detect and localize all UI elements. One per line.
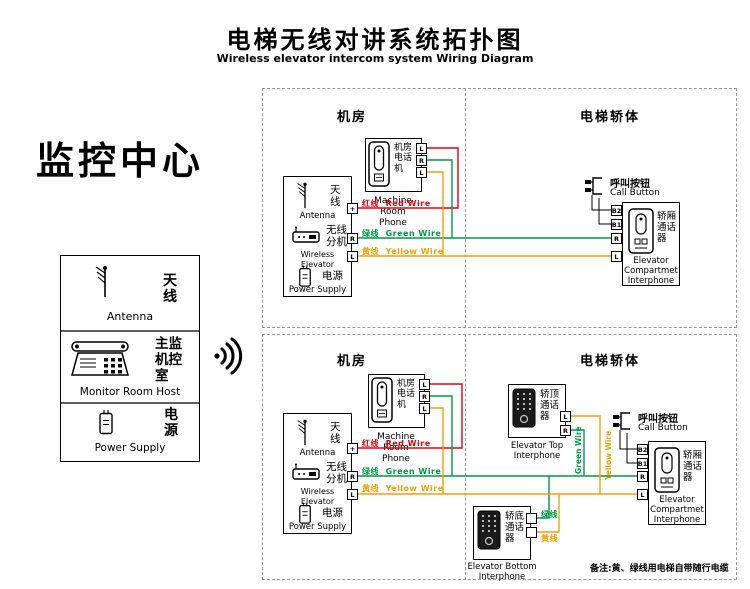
top-yellow-wire-label: 黄线 Yellow Wire — [362, 246, 444, 257]
top-wireless-terminal-l: L — [347, 251, 358, 262]
bottom-compartment-label-en: Elevator Compartmet Interphone — [650, 495, 704, 526]
top-diagram-boundary — [262, 88, 737, 328]
top-interphone-terminal-l: L — [560, 411, 571, 422]
bottom-compartment-label-zh: 轿厢通话器 — [683, 450, 703, 483]
bottom-wireless-unit-label-en: Wireless Elevator — [300, 487, 335, 506]
bottom-wireless-terminal-r: R — [347, 471, 358, 482]
top-green-wire-label-zh: 绿线 — [362, 229, 379, 238]
bottom-red-wire-label-en: Red Wire — [385, 439, 431, 448]
bottom-compartment-terminal-l: L — [637, 489, 648, 500]
top-phone-terminal-r: R — [416, 155, 427, 166]
monitor-host-label-zh: 主监机控室 — [155, 336, 182, 385]
top-wireless-unit-label-zh: 无线分机 — [326, 224, 347, 249]
bottom-call-button-label-zh: 呼叫按钮 — [638, 414, 678, 425]
monitor-power-label-en: Power Supply — [94, 442, 166, 454]
bottom-elevator-car-label: 电梯轿体 — [579, 354, 640, 369]
top-interphone-terminal-r: R — [560, 425, 571, 436]
top-compartment-terminal-b1: B1 — [611, 219, 622, 230]
bottom-phone-terminal-r: R — [419, 391, 430, 402]
bottom-red-wire-label: 红线 Red Wire — [362, 438, 431, 449]
top-red-wire-label: 红线 Red Wire — [362, 198, 431, 209]
bottom-machine-room-label: 机房 — [336, 354, 367, 369]
bottom-diagram-divider — [465, 334, 466, 580]
bottom-diagram-boundary — [262, 334, 737, 580]
bottom-phone-terminal-l1: L — [419, 379, 430, 390]
bottom-wireless-power-label-zh: 电源 — [322, 507, 343, 519]
top-wireless-terminal-plus: + — [347, 203, 358, 214]
monitor-host-label-en: Monitor Room Host — [79, 386, 181, 398]
top-green-wire-label: 绿线 Green Wire — [362, 228, 441, 239]
bottom-interphone-green-label: 绿线 — [541, 510, 558, 519]
page-subtitle: Wireless elevator intercom system Wiring… — [216, 52, 534, 65]
bottom-yellow-wire-label-zh: 黄线 — [362, 484, 379, 493]
top-wireless-unit-label-en: Wireless Elevator — [300, 250, 335, 269]
bottom-wireless-antenna-label-en: Antenna — [299, 448, 336, 458]
top-machine-room-phone-label-zh: 机房电话机 — [394, 143, 413, 174]
bottom-green-wire-label-en: Green Wire — [385, 467, 442, 476]
top-wireless-antenna-label-en: Antenna — [299, 211, 336, 221]
bottom-yellow-wire-label-en: Yellow Wire — [385, 484, 444, 493]
bottom-green-wire-label-zh: 绿线 — [362, 467, 379, 476]
bottom-phone-terminal-l2: L — [419, 403, 430, 414]
bottom-green-wire-label: 绿线 Green Wire — [362, 466, 441, 477]
top-red-wire-label-zh: 红线 — [362, 199, 379, 208]
top-elevator-car-label: 电梯轿体 — [579, 110, 640, 125]
bottom-wireless-power-label-en: Power Supply — [288, 522, 347, 532]
elevator-bottom-interphone-label-zh: 轿底通话器 — [505, 511, 525, 544]
bottom-interphone-terminal-lower — [526, 527, 537, 538]
bottom-yellow-wire-vertical-label: Yellow Wire — [604, 430, 613, 480]
bottom-wireless-terminal-l: L — [347, 489, 358, 500]
top-phone-terminal-l2: L — [416, 167, 427, 178]
top-call-button-label-zh: 呼叫按钮 — [610, 179, 650, 190]
bottom-interphone-yellow-label: 黄线 — [541, 534, 558, 543]
top-wireless-antenna-label-zh: 天线 — [330, 184, 341, 209]
bottom-compartment-terminal-b1: B1 — [637, 458, 648, 469]
wireless-signal-icon — [212, 337, 243, 375]
top-machine-room-label: 机房 — [336, 110, 367, 125]
top-wireless-terminal-r: R — [347, 233, 358, 244]
page-title: 电梯无线对讲系统拓扑图 — [226, 26, 524, 54]
elevator-top-interphone-label-zh: 轿顶通话器 — [540, 389, 560, 422]
top-compartment-label-en: Elevator Compartmet Interphone — [624, 256, 678, 287]
top-compartment-terminal-r: R — [611, 233, 622, 244]
top-call-button-label-en: Call Button — [610, 188, 660, 198]
monitor-center-title: 监控中心 — [36, 139, 205, 183]
monitor-power-label-zh: 电源 — [164, 407, 178, 440]
top-diagram-divider — [465, 88, 466, 328]
top-green-wire-label-en: Green Wire — [385, 229, 442, 238]
top-phone-terminal-l1: L — [416, 143, 427, 154]
top-compartment-terminal-l: L — [611, 251, 622, 262]
top-compartment-label-zh: 轿厢通话器 — [657, 211, 677, 244]
monitor-antenna-label-zh: 天线 — [163, 273, 177, 306]
top-yellow-wire-label-en: Yellow Wire — [385, 247, 444, 256]
top-wireless-power-label-en: Power Supply — [288, 285, 347, 295]
top-yellow-wire-label-zh: 黄线 — [362, 247, 379, 256]
top-red-wire-label-en: Red Wire — [385, 199, 431, 208]
bottom-compartment-terminal-r: R — [637, 471, 648, 482]
monitor-antenna-label-en: Antenna — [106, 310, 154, 323]
elevator-bottom-interphone-label-en: Elevator Bottom Interphone — [467, 562, 537, 583]
top-wireless-power-label-zh: 电源 — [322, 270, 343, 282]
top-compartment-terminal-b2: B2 — [611, 205, 622, 216]
bottom-wireless-unit-label-zh: 无线分机 — [326, 461, 347, 486]
bottom-green-wire-vertical-label: Green Wire — [574, 426, 583, 474]
elevator-top-interphone-label-en: Elevator Top Interphone — [510, 441, 564, 462]
bottom-compartment-terminal-b2: B2 — [637, 444, 648, 455]
bottom-machine-room-phone-label-zh: 机房电话机 — [397, 379, 416, 410]
bottom-yellow-wire-label: 黄线 Yellow Wire — [362, 483, 444, 494]
bottom-interphone-terminal-upper — [526, 513, 537, 524]
bottom-red-wire-label-zh: 红线 — [362, 439, 379, 448]
bottom-wireless-terminal-plus: + — [347, 443, 358, 454]
footnote: 备注:黄、绿线用电梯自带随行电缆 — [590, 564, 729, 574]
bottom-wireless-antenna-label-zh: 天线 — [330, 421, 341, 446]
bottom-call-button-label-en: Call Button — [638, 423, 688, 433]
